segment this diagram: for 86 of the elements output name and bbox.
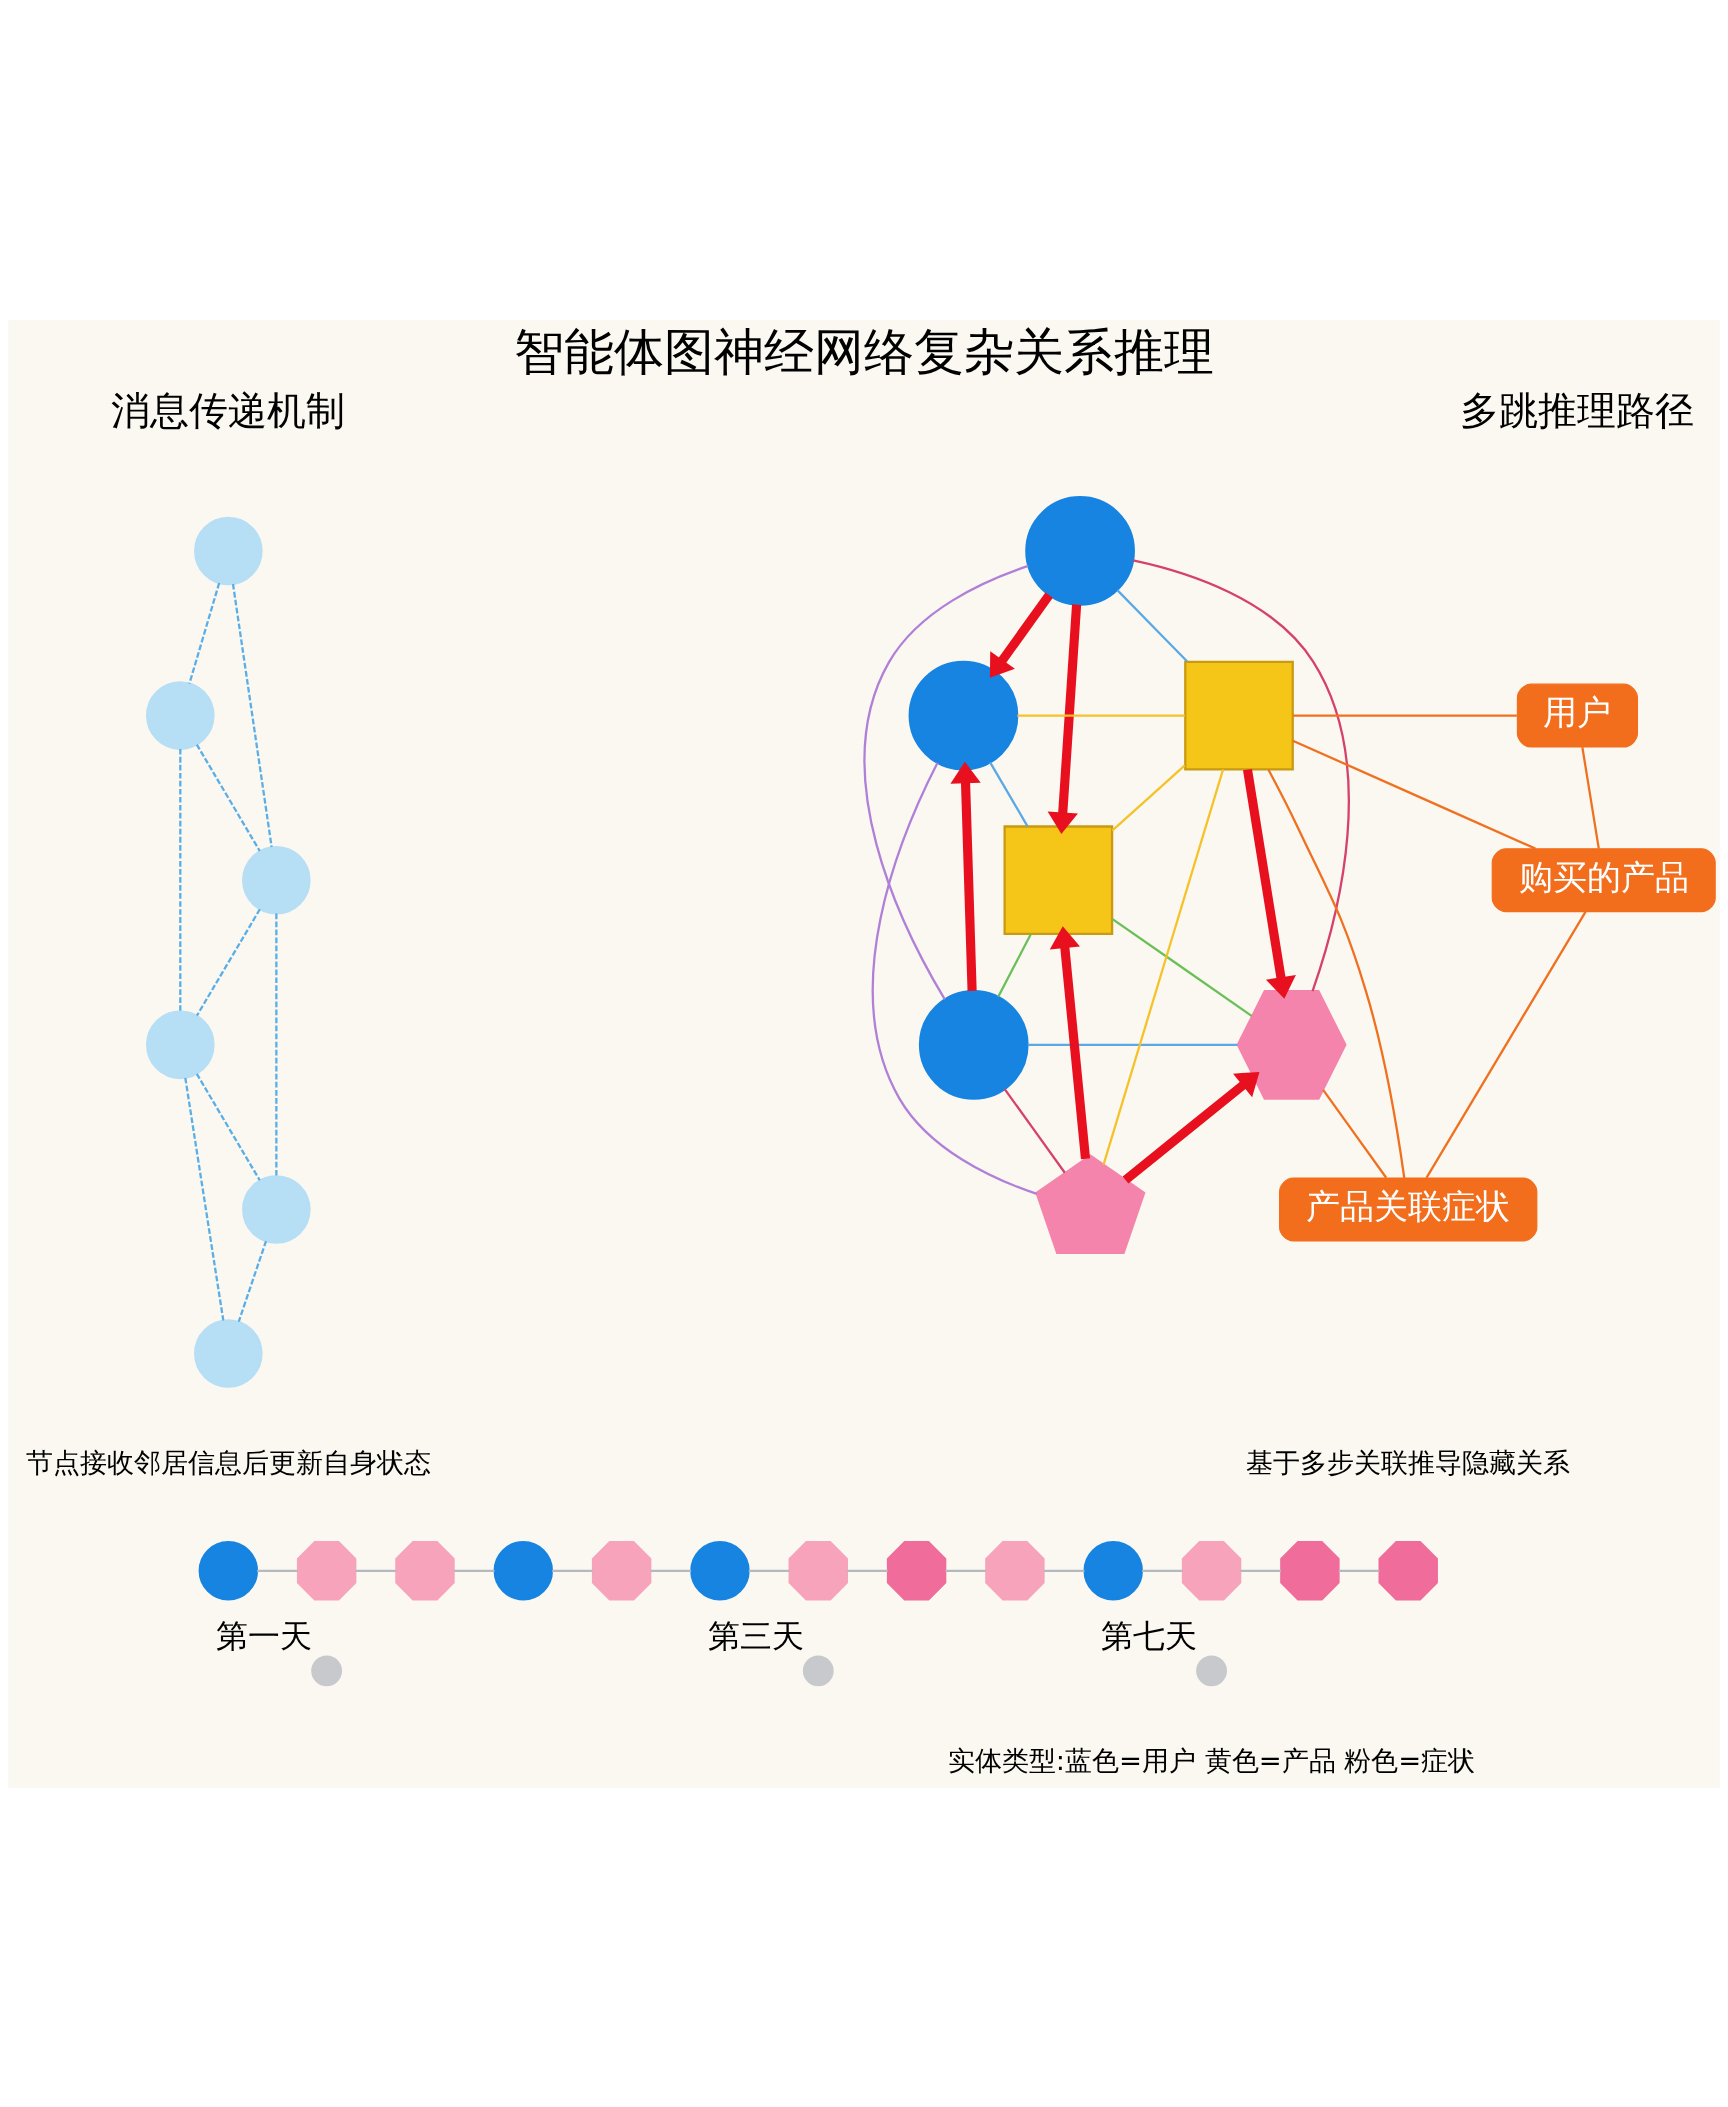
- arrow: [1047, 603, 1082, 834]
- arrow: [1122, 1071, 1260, 1184]
- connector: [748, 1569, 790, 1572]
- node-circle: [802, 1654, 834, 1686]
- connector: [1425, 910, 1587, 1178]
- node-circle: [194, 1318, 263, 1388]
- connector: [195, 908, 261, 1016]
- node-circle: [908, 660, 1019, 770]
- node-octagon: [1280, 1540, 1340, 1600]
- arrow: [950, 761, 981, 991]
- connector: [195, 743, 261, 852]
- node-hexagon: [1236, 989, 1347, 1100]
- label: 多跳推理路径: [1460, 387, 1695, 433]
- node-octagon: [1378, 1540, 1438, 1600]
- connector: [237, 1240, 268, 1322]
- connector: [1142, 1569, 1183, 1572]
- node-circle: [146, 1010, 215, 1079]
- connector: [1338, 1569, 1380, 1572]
- connector: [179, 748, 182, 1011]
- node-octagon: [985, 1540, 1045, 1600]
- node-circle: [242, 845, 311, 914]
- connector: [1240, 1569, 1282, 1572]
- connector: [275, 913, 278, 1176]
- connector: [188, 582, 221, 684]
- connector: [195, 1072, 261, 1181]
- connector: [1292, 713, 1517, 717]
- label: 消息传递机制: [111, 387, 346, 433]
- node-pentagon: [1035, 1153, 1146, 1254]
- connector: [184, 1077, 225, 1321]
- node-octagon: [591, 1540, 652, 1600]
- connector: [231, 583, 273, 847]
- node-circle: [198, 1540, 259, 1600]
- connector: [945, 1569, 987, 1572]
- node-octagon: [886, 1540, 947, 1600]
- node-circle: [690, 1540, 750, 1600]
- node-box: 用户: [1516, 683, 1638, 748]
- connector: [1102, 768, 1225, 1165]
- node-octagon: [788, 1540, 848, 1600]
- connector: [453, 1569, 495, 1572]
- connector: [997, 933, 1032, 997]
- node-circle: [146, 680, 215, 750]
- connector: [355, 1569, 397, 1572]
- node-box: 产品关联症状: [1279, 1177, 1538, 1241]
- connector: [1017, 713, 1185, 717]
- connector: [989, 761, 1029, 827]
- connector: [1322, 1088, 1388, 1178]
- node-circle: [1025, 495, 1135, 606]
- arrow: [1049, 925, 1091, 1159]
- node-circle: [311, 1654, 343, 1686]
- diagram-title: 智能体图神经网络复杂关系推理: [514, 321, 1214, 381]
- node-octagon: [1181, 1540, 1242, 1600]
- node-circle: [1083, 1540, 1143, 1600]
- node-box: 购买的产品: [1491, 847, 1716, 912]
- connector: [1003, 1087, 1066, 1173]
- connector: [1043, 1569, 1085, 1572]
- arrow: [989, 592, 1053, 678]
- node-octagon: [395, 1540, 455, 1600]
- connector: [1111, 764, 1186, 832]
- node-circle: [242, 1174, 311, 1244]
- connector: [650, 1569, 692, 1572]
- label: 基于多步关联推导隐藏关系: [1246, 1446, 1571, 1478]
- connector: [847, 1569, 888, 1572]
- node-octagon: [296, 1540, 357, 1600]
- connector: [1027, 1043, 1238, 1046]
- connector: [1132, 558, 1350, 991]
- connector: [871, 761, 1038, 1195]
- node-label: 第一天: [216, 1616, 313, 1655]
- label: 实体类型:蓝色=用户 黄色=产品 粉色=症状: [947, 1744, 1476, 1776]
- node-box: [1184, 660, 1294, 770]
- connector: [257, 1569, 298, 1572]
- node-circle: [1196, 1654, 1227, 1686]
- arrow: [1243, 768, 1296, 999]
- connector: [552, 1569, 593, 1572]
- label: 节点接收邻居信息后更新自身状态: [25, 1446, 431, 1478]
- connector: [1292, 739, 1536, 850]
- node-label: 第七天: [1101, 1616, 1198, 1655]
- connector: [1116, 588, 1189, 662]
- node-circle: [194, 516, 263, 585]
- node-box: [1003, 824, 1114, 935]
- connector: [863, 564, 1029, 1000]
- node-circle: [493, 1540, 554, 1600]
- connector: [1581, 746, 1600, 849]
- node-circle: [918, 989, 1029, 1100]
- node-label: 第三天: [707, 1616, 804, 1655]
- connector: [1111, 917, 1253, 1017]
- connector: [1267, 768, 1406, 1178]
